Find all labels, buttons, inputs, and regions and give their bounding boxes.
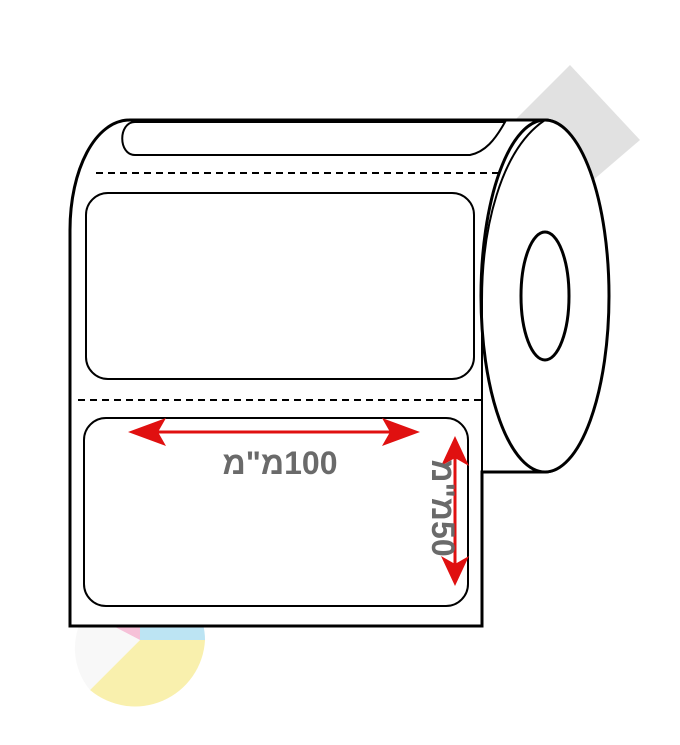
- height-arrowhead-bottom: [441, 556, 469, 586]
- watermark-circle-white: [74, 612, 140, 690]
- width-label: 100מ"מ: [222, 445, 337, 481]
- height-label: 50מ"מ: [425, 459, 461, 556]
- width-dimension: 100מ"מ: [128, 418, 420, 481]
- height-dimension: 50מ"מ: [425, 436, 469, 586]
- watermark-circle-yellow: [90, 640, 205, 707]
- label-top-partial: [121, 121, 507, 156]
- label-roll: [68, 118, 611, 628]
- height-arrowhead-top: [441, 436, 469, 466]
- label-middle: [85, 192, 475, 380]
- roll-wrap-edge: [481, 119, 546, 472]
- width-arrowhead-left: [128, 418, 166, 446]
- roll-core-hole: [519, 230, 571, 362]
- label-bottom: [83, 417, 469, 607]
- width-arrowhead-right: [382, 418, 420, 446]
